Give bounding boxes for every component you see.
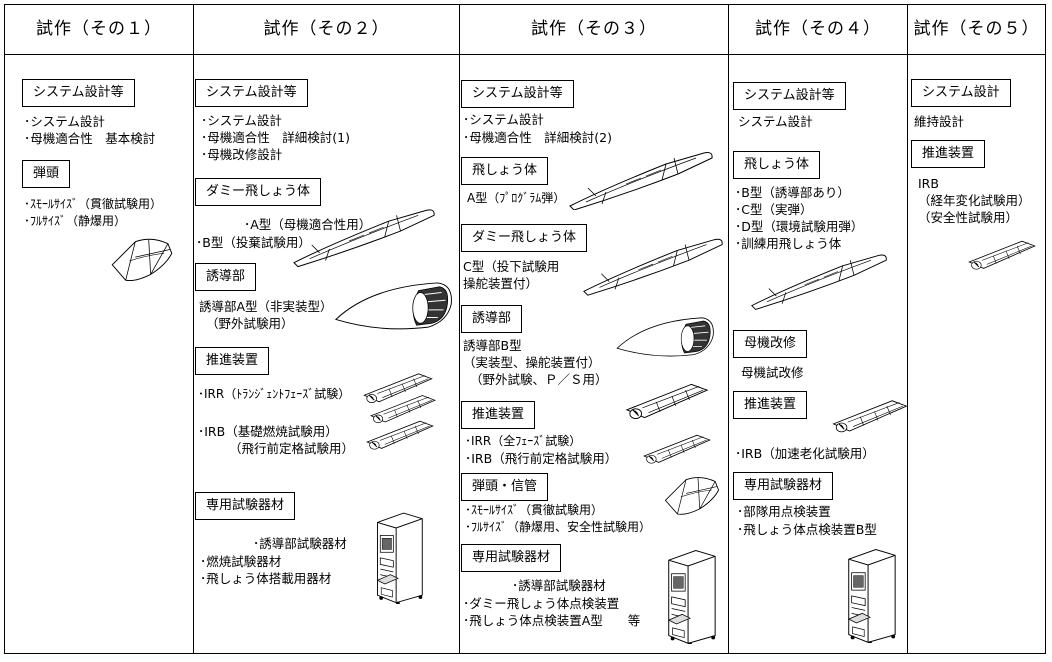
list-item: ･IRR（ﾄﾗﾝｼﾞｪﾝﾄﾌｪｰｽﾞ試験） xyxy=(198,387,351,401)
column-header: 試作（その２） xyxy=(263,19,390,39)
seeker-icon xyxy=(332,277,457,335)
list-item: ･母機適合性 基本検討 xyxy=(24,131,156,146)
section-box-system-design: システム設計等 xyxy=(22,79,135,107)
section-box-system-design: システム設計等 xyxy=(461,80,574,108)
list-item: （野外試験用） xyxy=(206,316,294,331)
section-box-dummy-missile: ダミー飛しょう体 xyxy=(461,224,588,252)
list-item: （経年変化試験用） xyxy=(918,193,1031,208)
list-item: ･訓練用飛しょう体 xyxy=(735,236,842,251)
section-box-test-equipment: 専用試験器材 xyxy=(733,472,834,500)
list-item: ･母機適合性 詳細検討(2) xyxy=(463,130,612,145)
list-item: ･B型（誘導部あり） xyxy=(735,185,850,200)
section-box-warhead: 弾頭 xyxy=(22,160,71,188)
section-box-warhead-fuze: 弾頭・信管 xyxy=(461,473,549,501)
column-header: 試作（その３） xyxy=(531,19,657,39)
list-item: ･母機改修設計 xyxy=(201,147,283,162)
list-item: システム設計 xyxy=(738,114,813,129)
test-equipment-rack-icon xyxy=(841,545,899,643)
list-item: ･ﾌﾙｻｲｽﾞ（静爆用、安全性試験用） xyxy=(465,520,652,534)
section-box-dummy-missile: ダミー飛しょう体 xyxy=(195,178,322,206)
section-box-system-design: システム設計 xyxy=(911,79,1011,107)
list-item: ･ｽﾓｰﾙｻｲｽﾞ（貫徹試験用） xyxy=(465,503,604,517)
list-item: （実装型、操舵装置付） xyxy=(463,355,601,370)
list-item: （安全性試験用） xyxy=(918,210,1019,225)
section-box-missile: 飛しょう体 xyxy=(733,151,821,179)
warhead-icon xyxy=(108,236,176,284)
section-box-propulsion: 推進装置 xyxy=(461,401,536,429)
column-header: 試作（その５） xyxy=(913,19,1040,39)
list-item: ･IRB（基礎燃焼試験用） xyxy=(198,424,338,439)
section-box-seeker: 誘導部 xyxy=(461,305,523,333)
list-item: ･飛しょう体搭載用器材 xyxy=(200,571,332,586)
list-item: C型（投下試験用 xyxy=(463,259,560,274)
list-item: 維持設計 xyxy=(914,114,965,129)
section-box-test-equipment: 専用試験器材 xyxy=(195,492,296,520)
section-box-missile: 飛しょう体 xyxy=(461,157,549,185)
list-item: ･飛しょう体点検装置A型 等 xyxy=(463,613,641,628)
list-item: ･ﾌﾙｻｲｽﾞ（静爆用） xyxy=(24,214,127,228)
list-item: 誘導部B型 xyxy=(463,338,522,353)
section-box-system-design: システム設計等 xyxy=(733,82,846,110)
list-item: ･D型（環境試験用弾） xyxy=(735,219,864,234)
section-box-propulsion: 推進装置 xyxy=(733,391,808,419)
list-item: ･システム設計 xyxy=(463,112,544,127)
section-box-propulsion: 推進装置 xyxy=(195,347,270,375)
section-box-aircraft-modification: 母機改修 xyxy=(733,330,808,358)
list-item: （飛行前定格試験用） xyxy=(229,441,355,456)
column-divider xyxy=(193,4,194,654)
test-equipment-rack-icon xyxy=(661,546,719,644)
section-box-test-equipment: 専用試験器材 xyxy=(461,544,562,572)
section-box-seeker: 誘導部 xyxy=(195,263,257,291)
motor-icon xyxy=(966,232,1038,276)
motor-icon xyxy=(623,378,711,422)
list-item: ･IRR（全ﾌｪｰｽﾞ試験） xyxy=(465,434,582,448)
seeker-icon xyxy=(614,312,718,362)
header-divider xyxy=(4,54,1046,55)
list-item: A型（ﾌﾟﾛｸﾞﾗﾑ弾） xyxy=(467,191,566,205)
column-header: 試作（その１） xyxy=(36,19,162,39)
list-item: ･IRB（飛行前定格試験用） xyxy=(465,451,618,466)
test-equipment-rack-icon xyxy=(370,508,426,604)
column-header: 試作（その４） xyxy=(755,19,881,39)
list-item: ･母機適合性 詳細検討(1) xyxy=(201,130,350,145)
missile-icon xyxy=(566,150,716,210)
list-item: ･飛しょう体点検装置B型 xyxy=(737,522,877,537)
list-item: ･ｽﾓｰﾙｻｲｽﾞ（貫徹試験用） xyxy=(24,197,163,211)
motor-icon xyxy=(830,394,910,436)
list-item: （野外試験、Ｐ／Ｓ用） xyxy=(470,372,608,387)
missile-icon xyxy=(290,206,438,268)
list-item: 操舵装置付） xyxy=(463,276,539,291)
list-item: ･ダミー飛しょう体点検装置 xyxy=(463,596,620,611)
missile-icon xyxy=(748,252,890,310)
table-frame xyxy=(4,4,1046,654)
list-item: ･B型（投棄試験用） xyxy=(196,235,311,250)
section-box-propulsion: 推進装置 xyxy=(911,140,986,168)
list-item: 母機試改修 xyxy=(741,365,804,380)
list-item: ･燃焼試験器材 xyxy=(200,554,282,569)
list-item: ･A型（母機適合性用） xyxy=(244,217,372,232)
list-item: ･システム設計 xyxy=(201,113,282,128)
motor-icon xyxy=(641,428,713,468)
column-divider xyxy=(907,4,908,654)
column-divider xyxy=(728,4,729,654)
column-divider xyxy=(459,4,460,654)
list-item: ･誘導部試験器材 xyxy=(253,536,347,551)
motor-icon xyxy=(364,416,436,452)
list-item: ･C型（実弾） xyxy=(735,202,813,217)
list-item: ･IRB（加速老化試験用） xyxy=(735,446,875,461)
list-item: 誘導部A型（非実装型） xyxy=(199,299,333,314)
list-item: ･誘導部試験器材 xyxy=(512,578,606,593)
missile-icon xyxy=(580,236,726,296)
list-item: ･システム設計 xyxy=(24,114,105,129)
section-box-system-design: システム設計等 xyxy=(195,79,308,107)
warhead-icon xyxy=(662,474,722,518)
list-item: IRB xyxy=(918,176,939,191)
list-item: ･部隊用点検装置 xyxy=(737,504,831,519)
